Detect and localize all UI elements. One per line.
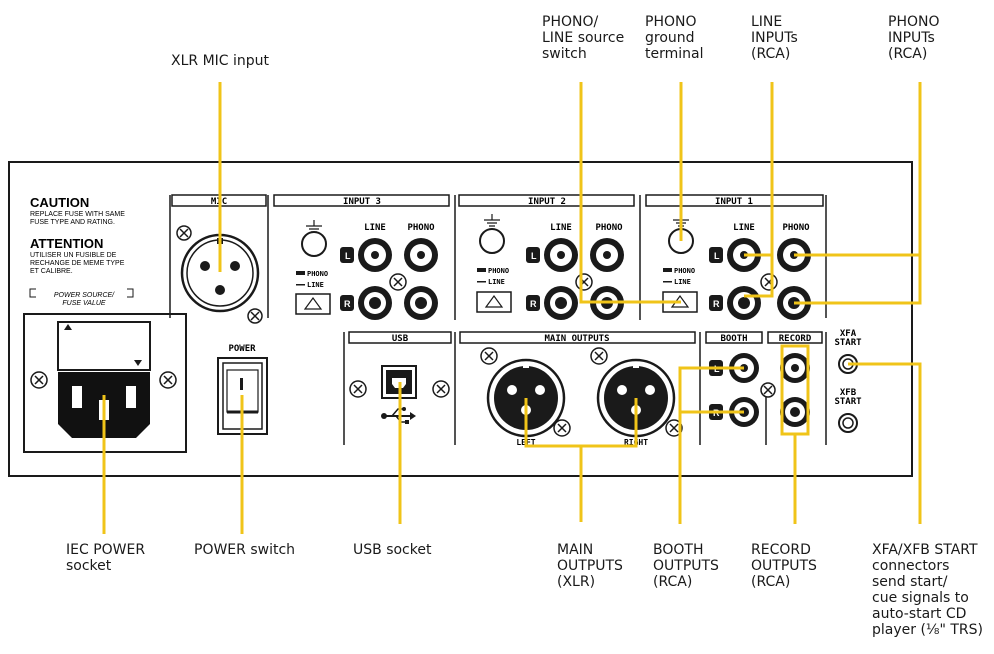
callout-xfa-xfb: XFA/XFB START connectors send start/ cue… [872, 542, 984, 638]
switch-line-label: LINE [674, 278, 691, 286]
svg-text:L: L [714, 251, 720, 261]
attention-text: RECHANGE DE MEME TYPE [30, 260, 125, 267]
switch-line-label: LINE [307, 281, 324, 289]
caution-text: FUSE TYPE AND RATING. [30, 219, 115, 226]
callout-booth-outputs: BOOTH OUTPUTS (RCA) [653, 542, 719, 590]
booth-header: BOOTH [720, 334, 747, 344]
rca-pair-record[interactable] [780, 353, 810, 427]
switch-line-label: LINE [488, 278, 505, 286]
rca-pair-input3[interactable]: L R [340, 238, 438, 320]
callout-main-outputs: MAIN OUTPUTS (XLR) [557, 542, 623, 590]
ground-terminal-3[interactable] [301, 231, 327, 257]
xfa-label: START [834, 338, 862, 348]
svg-text:L: L [531, 251, 537, 261]
xfa-label: XFA [840, 329, 857, 339]
switch-phono-label: PHONO [307, 270, 328, 278]
attention-text: ET CALIBRE. [30, 268, 73, 275]
line-label: LINE [364, 223, 386, 233]
switch-phono-label: PHONO [674, 267, 695, 275]
usb-header: USB [392, 334, 409, 344]
xfb-label: START [834, 397, 862, 407]
attention-text: UTILISER UN FUSIBLE DE [30, 252, 117, 259]
callout-line-inputs: LINE INPUTs (RCA) [751, 14, 798, 62]
phono-label: PHONO [407, 223, 435, 233]
ground-terminal-2[interactable] [479, 228, 505, 254]
input3-header: INPUT 3 [343, 197, 381, 207]
callout-phono-ground: PHONO ground terminal [645, 14, 704, 62]
callout-usb-socket: USB socket [353, 542, 432, 558]
callout-phono-inputs: PHONO INPUTs (RCA) [888, 14, 940, 62]
input1-header: INPUT 1 [715, 197, 753, 207]
attention-title: ATTENTION [30, 236, 103, 251]
callout-iec-power: IEC POWER socket [66, 542, 146, 574]
rca-pair-booth[interactable]: L R [709, 353, 759, 427]
fuse-text: FUSE VALUE [62, 300, 106, 307]
svg-text:R: R [344, 299, 351, 309]
phono-label: PHONO [595, 223, 623, 233]
leader-lines [102, 82, 922, 534]
xlr-mic-input[interactable] [180, 233, 260, 313]
callout-power-switch: POWER switch [194, 542, 296, 558]
callout-xlr-mic: XLR MIC input [171, 53, 270, 69]
caution-title: CAUTION [30, 195, 89, 210]
line-label: LINE [733, 223, 755, 233]
power-label: POWER [228, 344, 256, 354]
svg-text:R: R [530, 299, 537, 309]
line-label: LINE [550, 223, 572, 233]
xfb-label: XFB [840, 388, 857, 398]
svg-text:L: L [345, 251, 351, 261]
callout-record-outputs: RECORD OUTPUTS (RCA) [751, 542, 817, 590]
callout-phono-line-switch: PHONO/ LINE source switch [542, 14, 625, 62]
xfb-start-jack[interactable] [838, 413, 858, 433]
caution-text: REPLACE FUSE WITH SAME [30, 211, 125, 218]
input2-header: INPUT 2 [528, 197, 566, 207]
switch-phono-label: PHONO [488, 267, 509, 275]
svg-text:R: R [713, 299, 720, 309]
phono-label: PHONO [782, 223, 810, 233]
fuse-text: POWER SOURCE/ [54, 292, 115, 299]
main-outputs-header: MAIN OUTPUTS [544, 334, 609, 344]
record-header: RECORD [779, 334, 812, 344]
